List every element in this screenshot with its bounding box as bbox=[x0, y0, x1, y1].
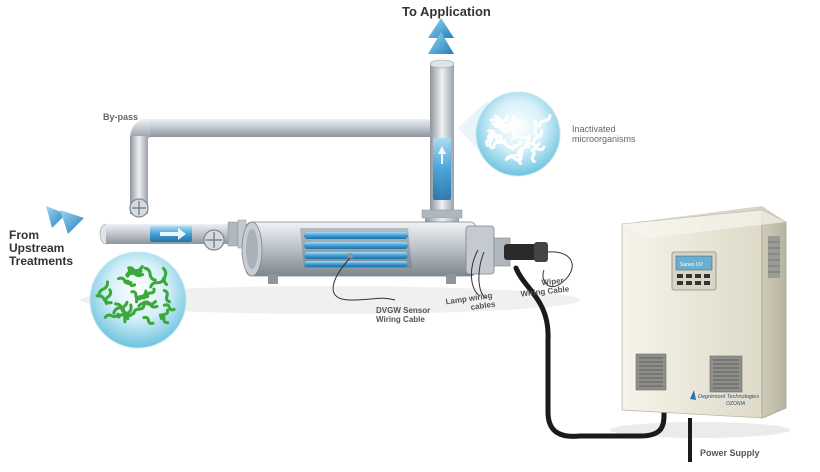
microorganism bbox=[142, 315, 155, 325]
uv-lamp bbox=[304, 261, 408, 267]
microorganism bbox=[489, 118, 510, 128]
uv-sensor bbox=[347, 253, 353, 259]
bypass-valve bbox=[129, 198, 149, 218]
microorganism bbox=[537, 113, 552, 128]
microorganism bbox=[494, 114, 509, 129]
uv-lamp bbox=[304, 242, 408, 249]
microorganism bbox=[508, 123, 519, 138]
active-microbes-bubble bbox=[89, 251, 187, 349]
uv-reactor bbox=[241, 221, 548, 284]
microorganism bbox=[530, 145, 546, 153]
uv-lamp bbox=[304, 252, 408, 259]
inactivated-label-line: microorganisms bbox=[572, 134, 636, 144]
sensor-cable-label-line: Wiring Cable bbox=[376, 315, 425, 324]
ground-shadow bbox=[80, 286, 580, 314]
microorganism bbox=[118, 305, 130, 321]
microorganism bbox=[162, 288, 171, 304]
panel-screen-text: Saneo UV bbox=[680, 262, 703, 268]
inlet-pipe bbox=[99, 219, 256, 249]
inlet-label-line: Upstream bbox=[9, 241, 65, 255]
inlet-label-line: Treatments bbox=[9, 254, 74, 268]
control-cabinet bbox=[621, 206, 787, 419]
microorganism bbox=[135, 289, 148, 304]
flow-up-arrow-icon bbox=[438, 146, 446, 164]
to-application-label: To Application bbox=[402, 4, 491, 19]
microorganism bbox=[123, 279, 137, 288]
inactivated-label-line: Inactivated bbox=[572, 124, 616, 134]
microorganism bbox=[511, 139, 522, 151]
inlet-label-line: From bbox=[9, 228, 39, 242]
cables bbox=[332, 249, 692, 462]
microorganism bbox=[103, 312, 120, 319]
brand-name: Degrémont Technologies bbox=[698, 394, 759, 400]
brand-logo: Degrémont Technologies OZONIA Saneo UV bbox=[680, 262, 759, 407]
flow-right-arrow-icon bbox=[160, 228, 186, 240]
microorganism bbox=[137, 299, 157, 308]
microorganism bbox=[531, 129, 544, 146]
panel-screen bbox=[675, 255, 713, 271]
inactivated-label: Inactivated microorganisms bbox=[572, 124, 636, 144]
inlet-arrow-icon bbox=[46, 206, 84, 234]
microorganism bbox=[532, 119, 539, 137]
bypass-pipe bbox=[130, 119, 442, 214]
microorganism bbox=[161, 267, 169, 286]
to-application-arrow-icon bbox=[428, 18, 454, 54]
power-supply-label: Power Supply bbox=[700, 448, 760, 458]
microorganism bbox=[146, 287, 156, 299]
inlet-valve bbox=[203, 229, 225, 251]
inactivated-microbes-bubble bbox=[458, 91, 561, 177]
panel-buttons[interactable] bbox=[677, 274, 710, 285]
microorganism bbox=[487, 129, 502, 138]
microorganism bbox=[125, 265, 144, 277]
brand-sub: OZONIA bbox=[726, 401, 746, 407]
microorganism bbox=[506, 155, 523, 162]
inlet-label: From Upstream Treatments bbox=[9, 229, 73, 268]
microorganism bbox=[162, 303, 176, 312]
microorganism bbox=[149, 276, 166, 289]
microorganism bbox=[95, 294, 113, 305]
microorganism bbox=[508, 114, 516, 131]
microorganism bbox=[516, 140, 529, 157]
front-vent-right bbox=[709, 355, 743, 393]
sensor-cable-label: DVGW Sensor Wiring Cable bbox=[376, 306, 430, 324]
uv-lamp bbox=[304, 232, 408, 239]
outlet-pipe bbox=[421, 59, 463, 230]
microorganism bbox=[485, 130, 494, 148]
front-vent-left bbox=[635, 353, 667, 391]
bypass-label: By-pass bbox=[103, 112, 139, 122]
microorganism bbox=[117, 311, 135, 319]
microorganism bbox=[143, 266, 157, 282]
microorganism bbox=[97, 280, 109, 298]
microorganism bbox=[159, 308, 170, 321]
microorganism bbox=[132, 303, 146, 315]
sensor-cable-label-line: DVGW Sensor bbox=[376, 306, 431, 315]
